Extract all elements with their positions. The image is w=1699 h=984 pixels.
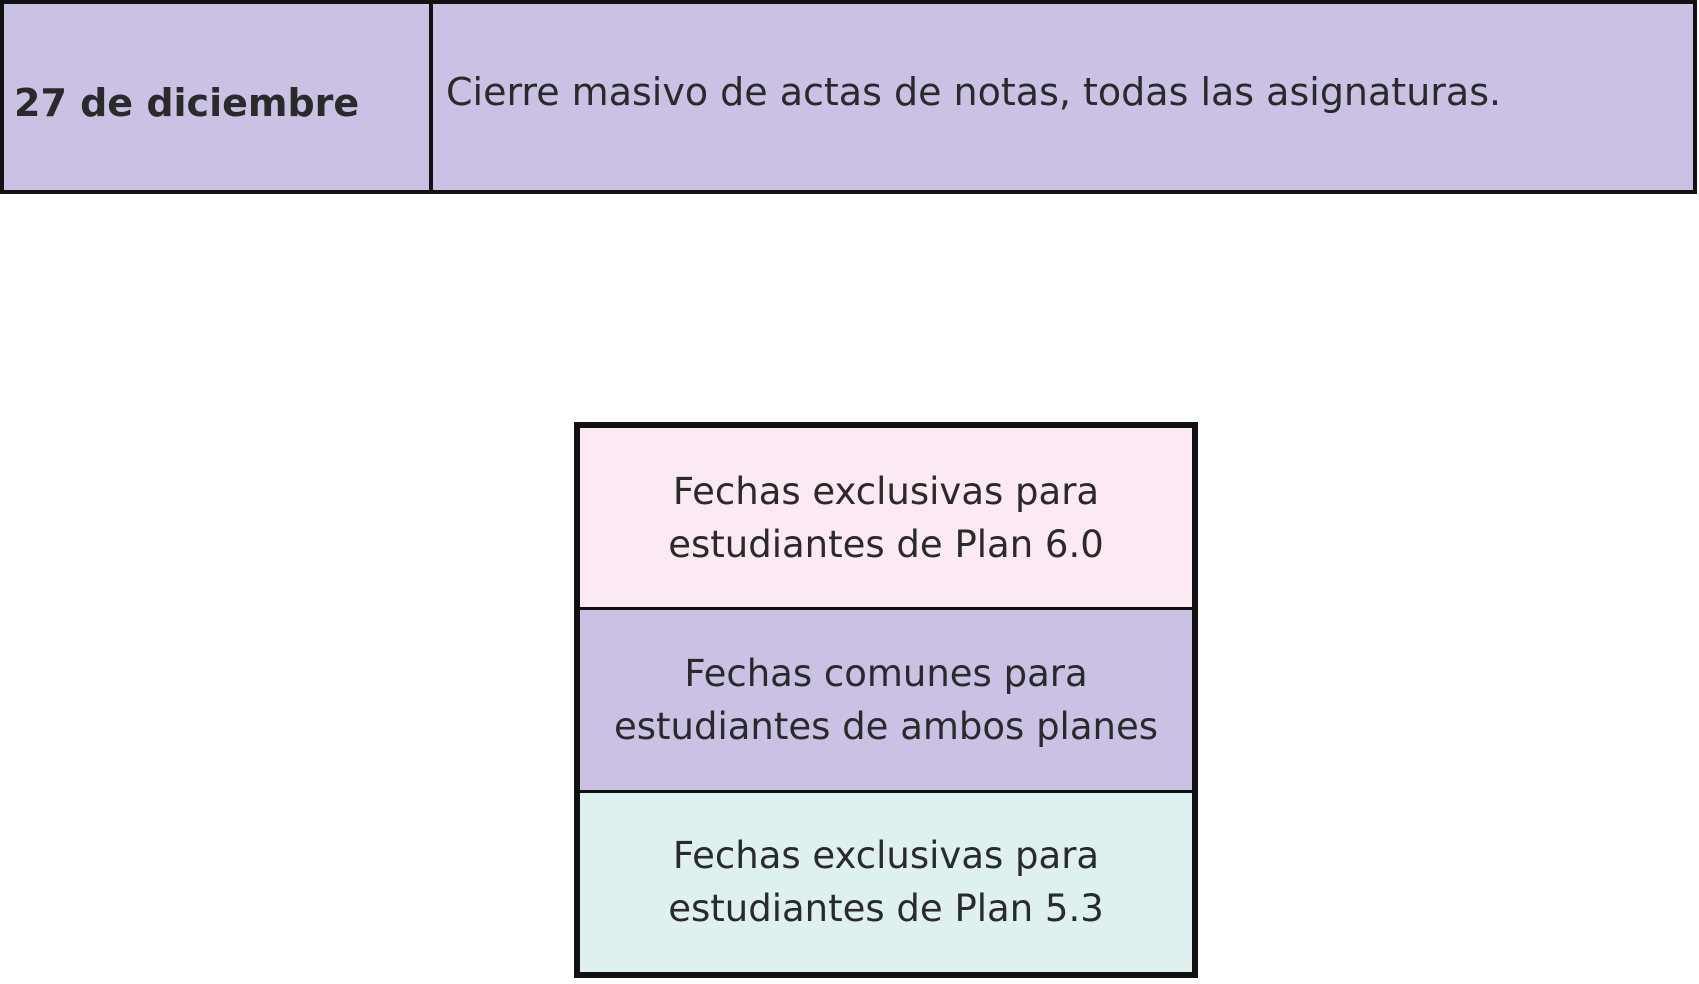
legend-item-plan-6: Fechas exclusivas para estudiantes de Pl… xyxy=(580,428,1192,608)
color-legend: Fechas exclusivas para estudiantes de Pl… xyxy=(574,422,1198,978)
event-description-cell: Cierre masivo de actas de notas, todas l… xyxy=(446,70,1502,114)
date-cell: 27 de diciembre xyxy=(4,4,433,190)
calendar-row: 27 de diciembre Cierre masivo de actas d… xyxy=(0,0,1697,194)
legend-item-plan-5-3: Fechas exclusivas para estudiantes de Pl… xyxy=(580,789,1192,972)
legend-item-both-plans: Fechas comunes para estudiantes de ambos… xyxy=(580,607,1192,790)
